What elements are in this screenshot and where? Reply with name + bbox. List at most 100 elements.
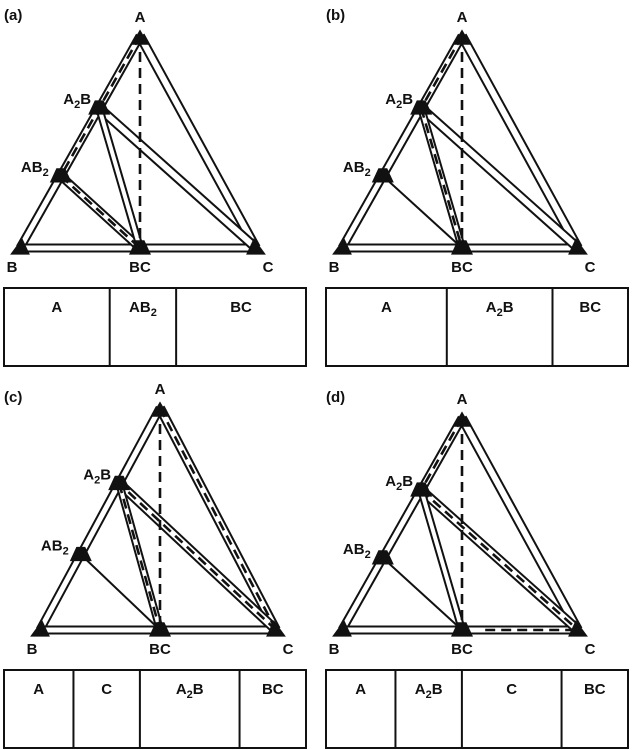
vertex-a-label: A xyxy=(135,9,146,26)
vertex-b-label: B xyxy=(27,641,38,658)
vertex-bc-label: BC xyxy=(149,641,171,658)
vertex-b-marker xyxy=(10,238,30,255)
dashed-a2b-bc xyxy=(419,107,464,249)
dashed-a2b-bc xyxy=(117,483,162,631)
vertex-c-marker xyxy=(568,620,588,637)
vertex-ab2-label: AB2 xyxy=(21,159,49,179)
vertex-ab2-label-part: 2 xyxy=(365,167,371,179)
vertex-ab2-label: AB2 xyxy=(343,541,371,561)
vertex-a-label: A xyxy=(457,391,468,408)
vertex-a2b-label: A2B xyxy=(385,473,413,493)
vertex-ab2-label-part: AB xyxy=(21,159,43,176)
bar-phase-label: AB2 xyxy=(129,299,157,319)
bar-phase-label-part: A xyxy=(176,681,187,698)
vertex-b-marker xyxy=(332,238,352,255)
vertex-c-marker xyxy=(568,238,588,255)
vertex-a2b-label-part: B xyxy=(80,91,91,108)
dashed-c-a2b xyxy=(118,482,277,631)
vertex-a2b-label-part: A xyxy=(385,473,396,490)
edge-a-c-inner xyxy=(459,416,581,632)
vertex-a2b-label-part: 2 xyxy=(396,99,402,111)
bar-frame xyxy=(3,669,307,749)
tie-a2b-c-inner xyxy=(97,105,258,251)
vertex-bc-marker xyxy=(149,622,171,637)
bar-phase-label: BC xyxy=(579,299,601,316)
tie-a2b-c-inner xyxy=(419,105,580,251)
vertex-c-label: C xyxy=(263,259,274,276)
vertex-ab2-label-part: 2 xyxy=(43,167,49,179)
edge-a-c-inner xyxy=(137,34,259,250)
vertex-ab2-label: AB2 xyxy=(41,538,69,558)
vertex-a2b-marker xyxy=(108,475,131,491)
bar-phase-label-part: C xyxy=(101,681,112,698)
dashed-ab2-bc xyxy=(59,174,141,249)
vertex-a2b-marker xyxy=(88,100,111,115)
vertex-ab2-marker xyxy=(371,168,394,183)
vertex-b-marker xyxy=(30,620,50,637)
dashed-a-a2b xyxy=(420,35,464,109)
vertex-b-label: B xyxy=(7,259,18,276)
bar-phase-label: A2B xyxy=(415,681,443,701)
bar-phase-label-part: C xyxy=(506,681,517,698)
vertex-c-marker xyxy=(246,238,266,255)
bar-phase-label: BC xyxy=(262,681,284,698)
bar-phase-label-part: BC xyxy=(579,299,601,316)
vertex-c-label: C xyxy=(585,259,596,276)
vertex-bc-label: BC xyxy=(129,259,151,276)
vertex-ab2-label-part: AB xyxy=(343,159,365,176)
panel-label: (d) xyxy=(326,389,345,406)
bar-phase-label-part: A xyxy=(415,681,426,698)
bar-phase-label-part: BC xyxy=(230,299,252,316)
bar-frame xyxy=(325,669,629,749)
vertex-ab2-marker xyxy=(371,550,394,565)
bar-phase-label-part: 2 xyxy=(497,307,503,319)
vertex-ab2-marker xyxy=(49,168,72,183)
panel-label: (a) xyxy=(4,7,22,24)
vertex-a2b-marker xyxy=(410,482,433,497)
vertex-c-label: C xyxy=(283,641,294,658)
bar-frame xyxy=(3,287,307,367)
tie-a2b-bc-double-inner xyxy=(97,107,142,249)
panel-label: (c) xyxy=(4,389,22,406)
bar-phase-label: A2B xyxy=(176,681,204,701)
bar-phase-label-part: A xyxy=(381,299,392,316)
vertex-a2b-label-part: A xyxy=(83,466,94,483)
vertex-bc-marker xyxy=(451,240,473,255)
vertex-a2b-label-part: B xyxy=(100,466,111,483)
vertex-a-marker xyxy=(453,29,471,45)
bar-phase-label-part: AB xyxy=(129,299,151,316)
bar-phase-label: C xyxy=(101,681,112,698)
dashed-a-c xyxy=(158,407,278,631)
bar-phase-label-part: BC xyxy=(584,681,606,698)
vertex-a2b-marker xyxy=(410,100,433,115)
bar-phase-label-part: A xyxy=(355,681,366,698)
vertex-ab2-label-part: 2 xyxy=(365,549,371,561)
vertex-c-marker xyxy=(266,620,286,637)
bar-phase-label-part: 2 xyxy=(426,689,432,701)
vertex-ab2-marker xyxy=(69,546,92,562)
tie-ab2-bc xyxy=(382,175,463,249)
tie-a2b-bc-double-inner xyxy=(419,489,464,631)
vertex-bc-label: BC xyxy=(451,259,473,276)
dashed-a-a2b xyxy=(420,417,464,491)
panel-label: (b) xyxy=(326,7,345,24)
vertex-a2b-label-part: B xyxy=(402,91,413,108)
vertex-a2b-label-part: B xyxy=(402,473,413,490)
bar-frame xyxy=(325,287,629,367)
bar-phase-label-part: B xyxy=(193,681,204,698)
vertex-a-label: A xyxy=(457,9,468,26)
vertex-bc-marker xyxy=(129,240,151,255)
bar-phase-label-part: A xyxy=(33,681,44,698)
bar-phase-label-part: B xyxy=(432,681,443,698)
vertex-a2b-label-part: 2 xyxy=(74,99,80,111)
dashed-a2b-c xyxy=(420,489,579,631)
tie-ab2-bc xyxy=(80,553,161,631)
bar-phase-label: A xyxy=(33,681,44,698)
